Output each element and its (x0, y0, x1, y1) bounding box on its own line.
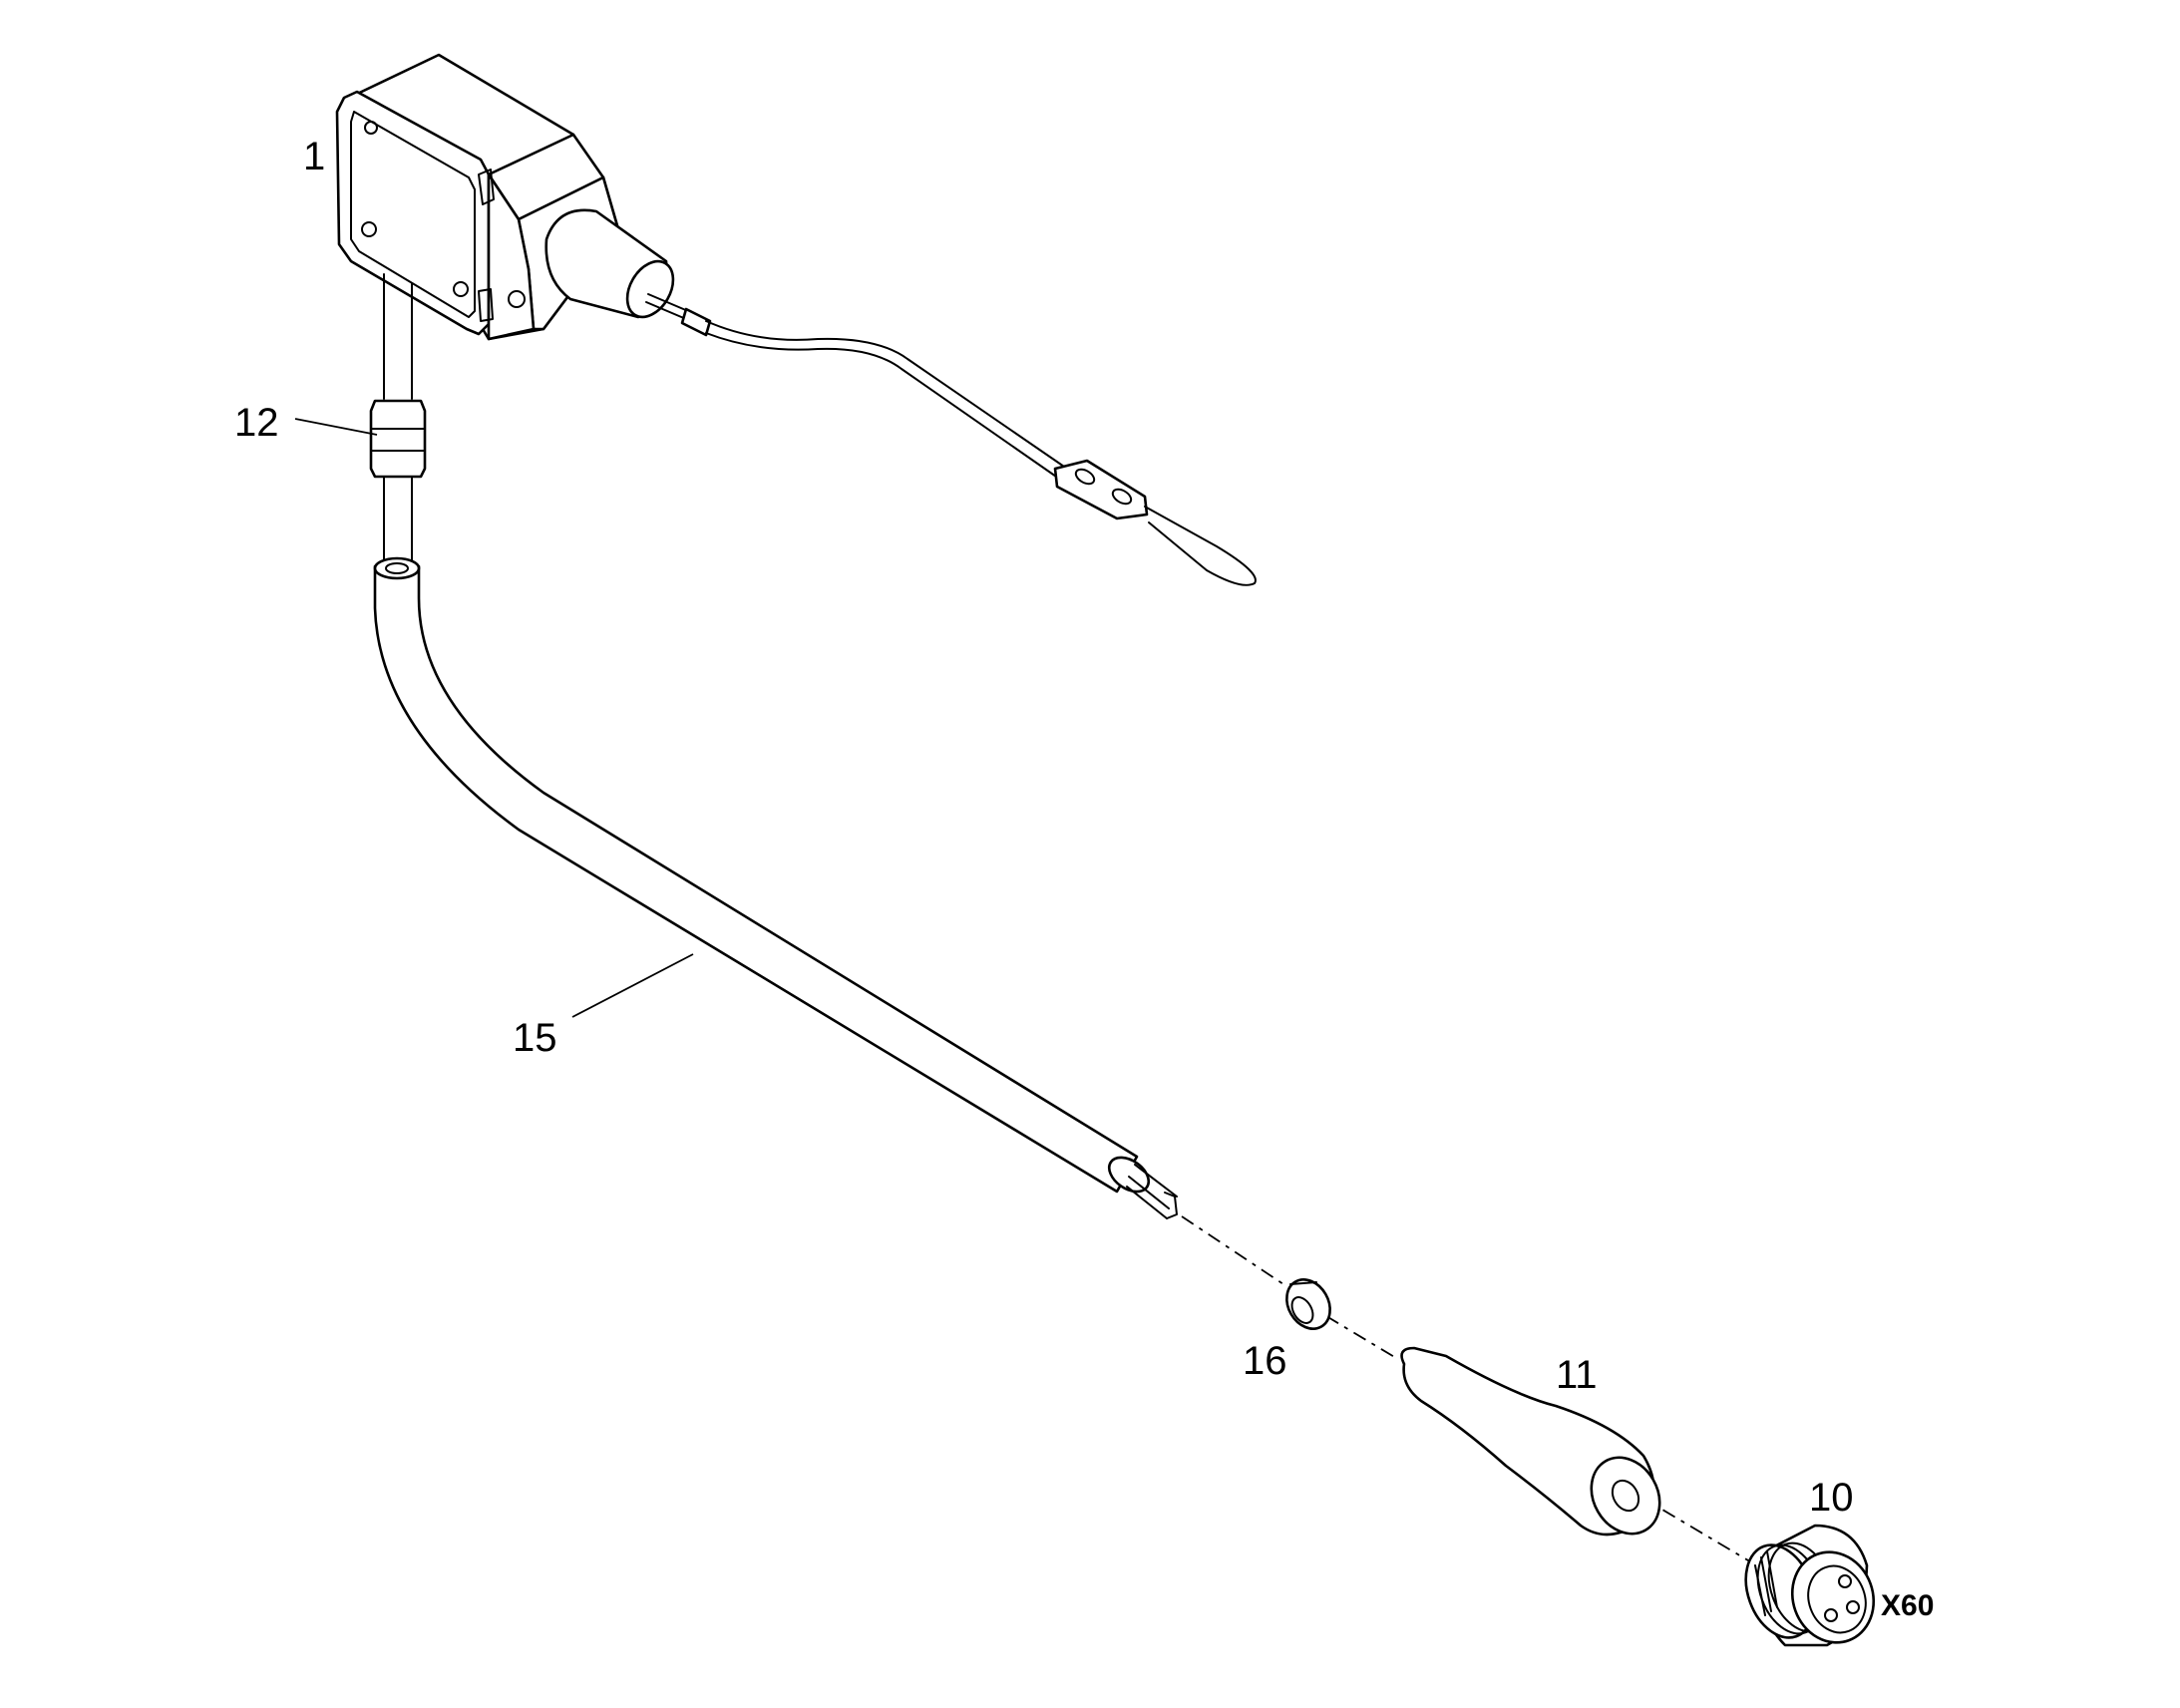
round-connector (1744, 1524, 1876, 1647)
ferrite-sleeve (369, 273, 427, 569)
washer (1285, 1278, 1331, 1330)
callout-15: 15 (513, 1016, 557, 1060)
callout-labels: 1 12 15 16 11 10 X60 (234, 135, 1934, 1622)
rubber-boot (1400, 1346, 1661, 1537)
callout-16: 16 (1243, 1339, 1287, 1383)
protective-hose (373, 556, 1178, 1219)
callout-11: 11 (1556, 1353, 1598, 1397)
sensor-housing (335, 53, 1257, 586)
callout-10: 10 (1809, 1476, 1854, 1520)
callout-1: 1 (303, 135, 325, 178)
leader-lines (294, 418, 694, 1018)
connector-designator: X60 (1881, 1589, 1934, 1622)
callout-12: 12 (234, 401, 279, 445)
